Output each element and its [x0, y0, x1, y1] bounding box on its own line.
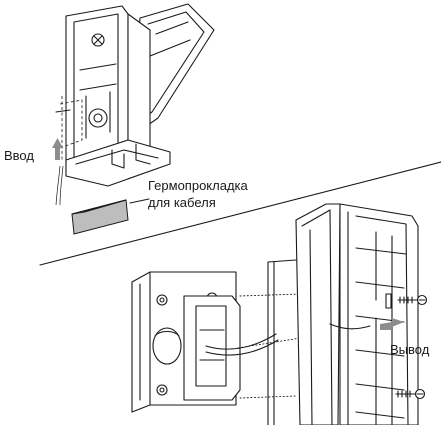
input-cable: [55, 165, 64, 206]
output-label: Вывод: [390, 342, 430, 357]
mounting-screw-icon: [397, 294, 428, 306]
input-arrow-icon: [52, 138, 63, 160]
base-assembly-top: [55, 3, 215, 187]
detector-cover-panel: [295, 203, 419, 425]
gasket-label-line1: Гермопрокладка: [148, 178, 248, 193]
section-divider: [39, 161, 441, 266]
gasket-label-line2: для кабеля: [148, 195, 216, 210]
cable-gasket: [71, 199, 129, 235]
mounting-screw-icon: [395, 388, 426, 400]
gasket-leader-line: [129, 198, 150, 204]
output-arrow-icon: [380, 318, 404, 330]
input-label: Ввод: [4, 148, 34, 163]
wall-mount-assembly: [131, 259, 389, 425]
